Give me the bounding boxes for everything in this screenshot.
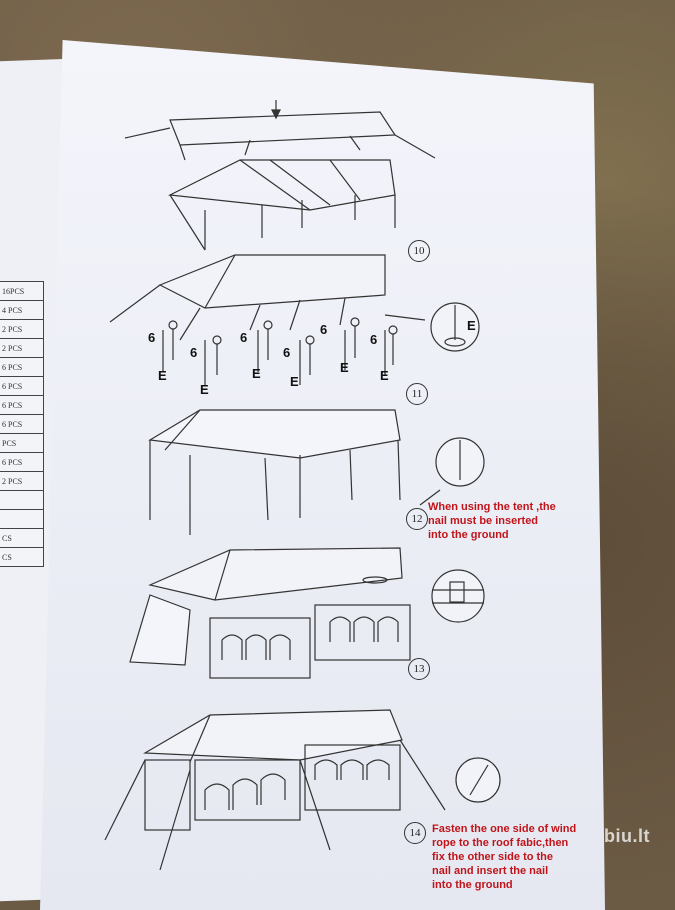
leg-label-height: 6 — [190, 345, 198, 360]
step-number: 14 — [404, 822, 426, 844]
leg-label-part: E — [200, 382, 209, 397]
leg-label-part: E — [158, 368, 167, 383]
note-line: fix the other side to the — [432, 851, 554, 863]
watermark: biu.lt — [604, 826, 650, 846]
note-line: nail and insert the nail — [432, 865, 549, 877]
step13-diagram — [129, 547, 485, 679]
parts-table-row: 6 PCS — [0, 414, 44, 434]
parts-table-row: CS — [0, 547, 44, 567]
step-number: 10 — [408, 240, 430, 262]
step12-note: When using the tent ,the nail must be in… — [428, 500, 556, 542]
leg-label-height: 6 — [370, 332, 378, 347]
step14-diagram — [104, 709, 501, 871]
step10-diagram — [124, 100, 436, 251]
leg-label-height: 6 — [283, 345, 291, 360]
leg-label-height: 6 — [148, 330, 156, 345]
note-line: rope to the roof fabic,then — [432, 837, 569, 849]
detail-label-part: E — [467, 318, 476, 333]
leg-label-height: 6 — [240, 330, 248, 345]
leg-label-height: 6 — [320, 322, 328, 337]
instruction-sheet — [40, 40, 605, 910]
step-number: 12 — [406, 508, 428, 530]
note-line: When using the tent ,the — [428, 501, 556, 513]
step12-diagram — [148, 409, 485, 535]
step-number: 13 — [408, 658, 430, 680]
leg-label-part: E — [380, 368, 389, 383]
step11-diagram — [109, 254, 480, 385]
leg-label-part: E — [290, 374, 299, 389]
step14-note: Fasten the one side of wind rope to the … — [432, 822, 576, 892]
leg-label-part: E — [252, 366, 261, 381]
note-line: Fasten the one side of wind — [432, 823, 577, 835]
note-line: into the ground — [432, 879, 513, 891]
leg-label-part: E — [340, 360, 349, 375]
note-line: into the ground — [428, 529, 509, 541]
step-number: 11 — [406, 383, 428, 405]
note-line: nail must be inserted — [428, 515, 539, 527]
parts-table-row: 2 PCS — [0, 471, 44, 491]
